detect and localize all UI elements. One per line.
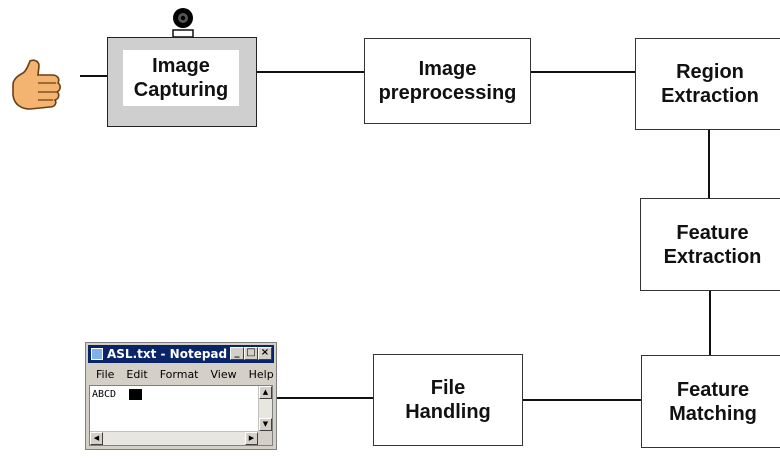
notepad-content: ABCD [92, 389, 117, 400]
notepad-titlebar: ASL.txt - Notepad _ □ × [88, 345, 274, 363]
minimize-icon[interactable]: _ [230, 347, 244, 360]
notepad-app-icon [91, 348, 103, 360]
close-icon[interactable]: × [258, 347, 272, 360]
notepad-menubar: File Edit Format View Help [88, 365, 274, 383]
menu-file[interactable]: File [96, 367, 115, 381]
horizontal-scrollbar[interactable]: ◀ ▶ [90, 431, 258, 445]
region-extraction-box: Region Extraction [635, 38, 780, 130]
file-handling-box: File Handling [373, 354, 523, 446]
maximize-icon[interactable]: □ [244, 347, 258, 360]
image-preprocessing-box: Image preprocessing [364, 38, 531, 124]
feature-extraction-box: Feature Extraction [640, 198, 780, 291]
text-cursor [129, 389, 142, 400]
notepad-window: ASL.txt - Notepad _ □ × File Edit Format… [85, 342, 277, 450]
thumbs-up-hand-icon [12, 59, 61, 110]
feature-matching-box: Feature Matching [641, 355, 780, 448]
vertical-scrollbar[interactable]: ▲ ▼ [258, 386, 272, 431]
notepad-text-area[interactable]: ABCD ▲ ▼ ◀ ▶ [89, 385, 273, 446]
scroll-up-icon[interactable]: ▲ [259, 386, 272, 399]
notepad-title: ASL.txt - Notepad [107, 347, 228, 361]
webcam-icon [172, 8, 194, 38]
resize-grip-icon[interactable] [258, 431, 272, 445]
scroll-left-icon[interactable]: ◀ [90, 432, 103, 445]
scroll-down-icon[interactable]: ▼ [259, 418, 272, 431]
menu-format[interactable]: Format [159, 367, 199, 381]
image-capturing-box: Image Capturing [123, 50, 239, 106]
menu-help[interactable]: Help [248, 367, 274, 381]
menu-view[interactable]: View [210, 367, 237, 381]
menu-edit[interactable]: Edit [126, 367, 148, 381]
scroll-right-icon[interactable]: ▶ [245, 432, 258, 445]
